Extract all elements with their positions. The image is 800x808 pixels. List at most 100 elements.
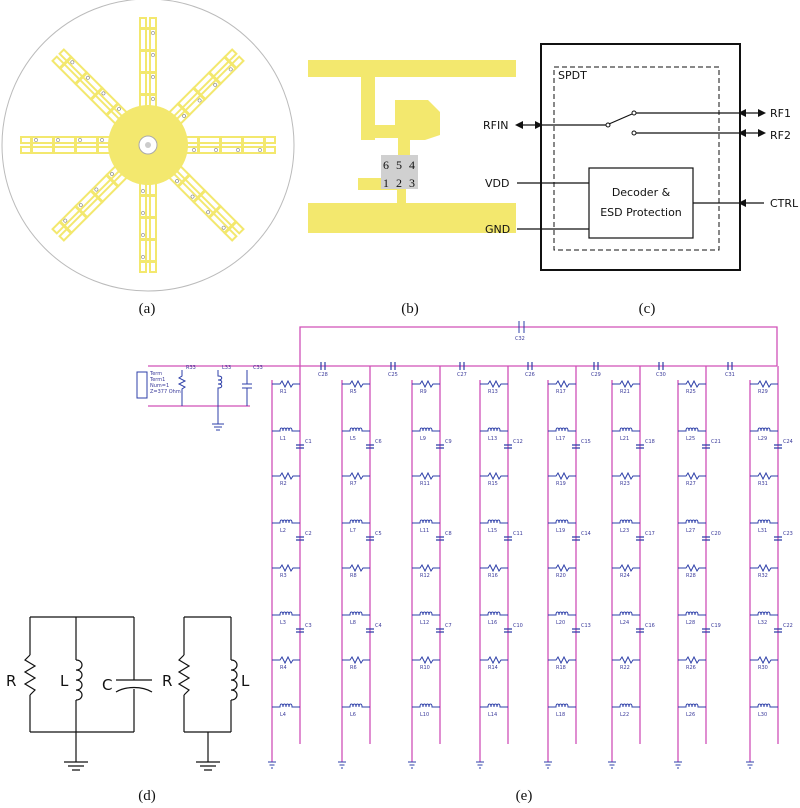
series-capacitor-label: C29: [591, 372, 601, 378]
pin-label-2: 2: [396, 176, 402, 190]
resistor-label: R3: [280, 573, 287, 579]
inductor-label: L15: [488, 528, 497, 534]
l33-label: L33: [222, 365, 231, 371]
resistor-rung: [750, 471, 778, 481]
resistor-rung: [272, 563, 300, 573]
ctrl-label: CTRL: [770, 197, 799, 210]
inductor-rung: [272, 703, 300, 708]
spoke-component: [141, 189, 145, 193]
resistor-rung: [272, 655, 300, 665]
inductor-label: L29: [758, 436, 767, 442]
spoke-component: [213, 82, 218, 87]
spoke-gap-right: [151, 19, 155, 111]
capacitor-label: C18: [645, 439, 655, 445]
pin-label-1: 1: [383, 176, 389, 190]
resistor-rung: [678, 655, 706, 665]
capacitor-label: C16: [645, 623, 655, 629]
spoke-gap-left: [174, 164, 243, 232]
caption-c: (c): [639, 301, 656, 317]
capacitor-label: C21: [711, 439, 721, 445]
spoke-rung: [73, 70, 89, 86]
inductor-label: L24: [620, 620, 629, 626]
series-capacitor: [527, 362, 533, 370]
capacitor-label: C12: [513, 439, 523, 445]
pin-label-5: 5: [396, 158, 402, 172]
series-capacitor: [459, 362, 465, 370]
capacitor-label: C11: [513, 531, 523, 537]
ground-symbol: [408, 761, 416, 769]
capacitor-label: C2: [305, 531, 312, 537]
resistor-rung: [678, 471, 706, 481]
spoke-rung: [96, 136, 99, 154]
spoke-component: [206, 210, 211, 215]
inductor-rung: [480, 611, 508, 616]
resistor-label: R10: [420, 665, 430, 671]
inductor-label: L20: [556, 620, 565, 626]
resistor-rung: [480, 655, 508, 665]
panel-d-equivalent-circuits: [23, 616, 238, 771]
inductor-label: L27: [686, 528, 695, 534]
resistor-rung: [678, 563, 706, 573]
capacitor-label: C3: [305, 623, 312, 629]
inductor-label: L22: [620, 712, 629, 718]
spoke-component: [190, 194, 195, 199]
rf1-arrow-right: [758, 109, 766, 117]
resistor-label: R28: [686, 573, 696, 579]
resistor-label: R20: [556, 573, 566, 579]
inductor-label: L8: [350, 620, 356, 626]
inductor-label: L1: [280, 436, 286, 442]
resistor-label: R26: [686, 665, 696, 671]
capacitor-symbol: [774, 628, 782, 633]
capacitor-label: C23: [783, 531, 793, 537]
spoke-rung: [219, 136, 222, 154]
spoke-rung: [263, 136, 266, 154]
spoke-gap-right: [167, 171, 235, 240]
spoke-component: [141, 255, 145, 259]
inductor-rung: [612, 427, 640, 432]
caption-a: (a): [139, 301, 156, 317]
capacitor-symbol: [296, 536, 304, 541]
resistor-rung: [548, 655, 576, 665]
series-capacitor: [320, 362, 326, 370]
inductor-label: L11: [420, 528, 429, 534]
resistor-rung: [272, 379, 300, 389]
spoke-component: [228, 67, 233, 72]
resistor-label: R21: [620, 389, 630, 395]
inductor-label: L13: [488, 436, 497, 442]
capacitor-label: C6: [375, 439, 382, 445]
spoke-gap-left: [151, 179, 155, 271]
rfin-label: RFIN: [483, 119, 508, 132]
spdt-dashed-box: [553, 66, 720, 251]
inductor-rung: [272, 611, 300, 616]
capacitor-symbol: [296, 444, 304, 449]
resistor-rung: [412, 655, 440, 665]
c33-symbol: [242, 370, 252, 406]
spoke-rung: [191, 188, 207, 204]
spoke-component: [63, 218, 68, 223]
decoder-box: [588, 167, 694, 239]
spoke-rung: [139, 238, 157, 241]
resistor-label: R11: [420, 481, 430, 487]
resistor-label: R7: [350, 481, 357, 487]
resistor-rung: [480, 563, 508, 573]
capacitor-symbol: [702, 628, 710, 633]
resistor-rung: [480, 379, 508, 389]
series-capacitor-label: C26: [525, 372, 535, 378]
spoke-rung: [139, 71, 157, 74]
top-trace: [308, 60, 516, 77]
caption-d: (d): [138, 788, 156, 804]
inductor-coil: [75, 659, 83, 701]
inductor-label: L3: [280, 620, 286, 626]
capacitor-label: C17: [645, 531, 655, 537]
inductor-rung: [548, 703, 576, 708]
resistor-label: R25: [686, 389, 696, 395]
spoke-rung: [52, 136, 55, 154]
spoke-component: [141, 211, 145, 215]
c33-label: C33: [253, 365, 263, 371]
resistor-label: R22: [620, 665, 630, 671]
series-capacitor: [658, 362, 664, 370]
ground-symbol-2: [196, 761, 220, 771]
capacitor-label: C24: [783, 439, 793, 445]
